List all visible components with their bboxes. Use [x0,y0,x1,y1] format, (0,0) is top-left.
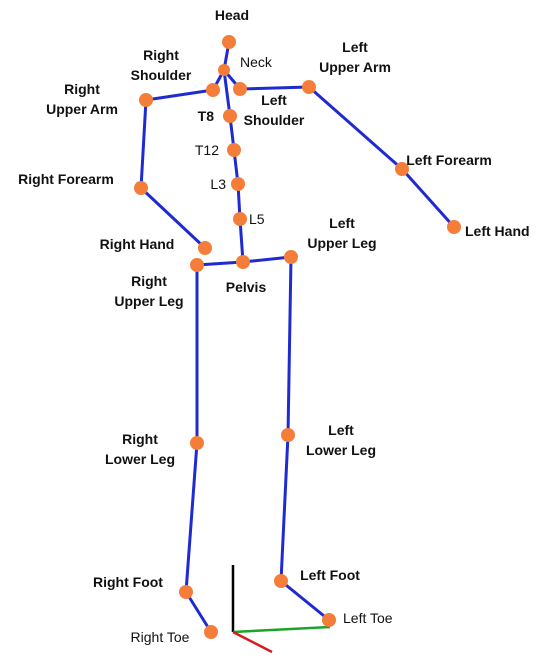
label-right-lower-leg-line1: Right [122,431,158,447]
label-left-toe: Left Toe [343,610,393,626]
label-right-foot: Right Foot [93,574,163,590]
joint-t8 [223,109,237,123]
joint-pelvis [236,255,250,269]
label-right-upper-arm-line1: Right [64,81,100,97]
joint-left-lower-leg [281,428,295,442]
label-left-upper-leg-line1: Left [329,215,355,231]
label-head: Head [215,7,249,23]
label-left-upper-leg-line2: Upper Leg [307,235,376,251]
bone-right-leg [184,263,213,634]
axes-gizmo [231,565,331,654]
label-left-forearm: Left Forearm [406,152,492,168]
label-pelvis: Pelvis [226,279,267,295]
label-t12: T12 [195,142,219,158]
joint-left-forearm [395,162,409,176]
bone-spine [222,68,245,264]
label-right-hand: Right Hand [100,236,175,252]
bones [139,40,456,634]
label-left-upper-arm-line1: Left [342,39,368,55]
joint-l5 [233,212,247,226]
label-l3: L3 [210,176,226,192]
joint-left-shoulder [233,82,247,96]
bone-right-arm [139,88,215,250]
joints [134,35,461,639]
label-left-upper-arm-line2: Upper Arm [319,59,391,75]
label-right-upper-leg-line2: Upper Leg [114,293,183,309]
bone-left-arm [238,85,456,229]
label-right-toe: Right Toe [131,629,190,645]
label-right-lower-leg-line2: Lower Leg [105,451,175,467]
bone-left-leg [279,255,331,622]
label-right-upper-arm-line2: Upper Arm [46,101,118,117]
joint-right-forearm [134,181,148,195]
label-left-shoulder-line2: Shoulder [244,112,305,128]
label-left-lower-leg-line1: Left [328,422,354,438]
joint-right-shoulder [206,83,220,97]
labels: Head Neck Right Shoulder Left Upper Arm … [18,7,529,645]
label-left-shoulder-line1: Left [261,92,287,108]
joint-head [222,35,236,49]
label-left-lower-leg-line2: Lower Leg [306,442,376,458]
label-t8: T8 [198,108,215,124]
joint-left-toe [322,613,336,627]
axis-z [232,630,273,654]
label-l5: L5 [249,211,265,227]
joint-left-hand [447,220,461,234]
joint-left-foot [274,574,288,588]
joint-left-upper-arm [302,80,316,94]
label-right-shoulder-line1: Right [143,47,179,63]
joint-right-lower-leg [190,436,204,450]
label-right-forearm: Right Forearm [18,171,114,187]
joint-right-hand [198,241,212,255]
joint-t12 [227,143,241,157]
joint-neck [218,64,230,76]
label-right-shoulder-line2: Shoulder [131,67,192,83]
axis-x [232,625,331,634]
joint-left-upper-leg [284,250,298,264]
label-right-upper-leg-line1: Right [131,273,167,289]
label-neck: Neck [240,54,273,70]
joint-right-upper-arm [139,93,153,107]
joint-right-foot [179,585,193,599]
joint-right-upper-leg [190,258,204,272]
label-left-hand: Left Hand [465,223,530,239]
label-left-foot: Left Foot [300,567,360,583]
joint-right-toe [204,625,218,639]
joint-l3 [231,177,245,191]
